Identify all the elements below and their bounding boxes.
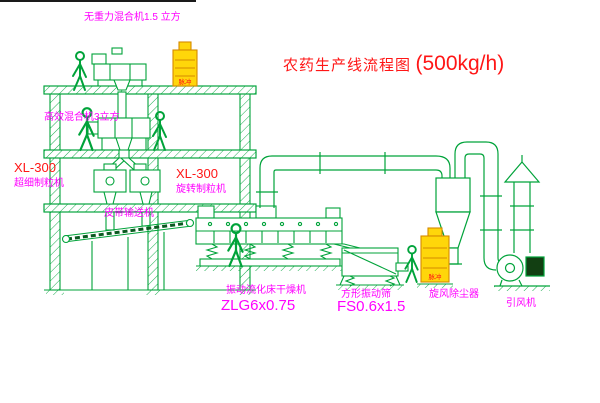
pulse-filter-label: 脉冲: [179, 77, 193, 86]
dryer-base: [199, 258, 341, 267]
label-high-mixer: 高效混合机3立方: [44, 110, 120, 123]
label-screen-model: FS0.6x1.5: [337, 298, 405, 315]
label-granulator-left-model: XL-300: [14, 160, 56, 175]
high-efficiency-mixer: [87, 117, 151, 171]
dryer-louvers: [213, 231, 327, 243]
diagram-title: 农药生产线流程图 (500kg/h): [283, 52, 504, 75]
label-dryer-name: 振动流化床干燥机: [226, 283, 306, 296]
gravity-free-mixer: [91, 47, 147, 119]
pulse-filter-right: 脉冲: [417, 227, 453, 288]
dryer-rear-port: [325, 207, 341, 219]
mixer-discharge-cone: [113, 79, 131, 91]
mixer-body: [93, 63, 147, 81]
belt-roller: [61, 234, 71, 244]
fluid-bed-dryer: [195, 205, 369, 271]
mixer-floor-chute: [118, 149, 130, 159]
building-roof-beam: [43, 85, 257, 95]
screen-deck: [343, 249, 397, 275]
title-text: 农药生产线流程图: [283, 57, 411, 74]
exhaust-duct-work: [256, 141, 502, 271]
label-fan: 引风机: [506, 296, 536, 309]
label-granulator-left-name: 超细制粒机: [14, 176, 64, 189]
label-gravity-mixer: 无重力混合机1.5 立方: [84, 10, 181, 23]
exhaust-stack: [503, 155, 541, 253]
dryer-springs: [205, 243, 333, 260]
mixer-motor: [91, 53, 107, 65]
label-belt-conveyor: 皮带输送机: [104, 206, 154, 219]
label-screen-name: 方形振动筛: [341, 287, 391, 300]
granulator-left: [93, 163, 127, 231]
mixer-inlet: [111, 47, 123, 55]
cyclone-barrel: [435, 177, 471, 213]
pulse-filter-body: [420, 235, 450, 283]
vibrating-screen: [336, 247, 409, 290]
stack-rain-cap: [503, 161, 541, 183]
belt-roller: [185, 218, 195, 228]
belt-conveyor: [61, 218, 195, 290]
label-dryer-model: ZLG6x0.75: [221, 297, 295, 314]
mixer-discharge-cone: [115, 137, 133, 151]
fan-motor: [525, 256, 545, 277]
belt-band: [66, 221, 190, 241]
dryer-bolts: [207, 221, 339, 227]
pulse-filter-top: 脉冲: [172, 41, 198, 87]
induced-draft-fan: [494, 254, 550, 291]
pulse-filter-label: 脉冲: [429, 272, 443, 281]
label-granulator-right-name: 旋转制粒机: [176, 182, 226, 195]
worker-figure: [72, 51, 87, 91]
top-border-line: [0, 0, 196, 2]
dryer-exhaust-port: [255, 205, 277, 219]
worker-figure: [404, 244, 419, 283]
screen-outlet: [395, 262, 409, 272]
label-cyclone: 旋风除尘器: [429, 287, 479, 300]
title-capacity: (500kg/h): [415, 52, 504, 75]
label-granulator-right-model: XL-300: [176, 166, 218, 181]
dryer-inlet-port: [197, 205, 215, 219]
building-floor2-beam: [43, 149, 257, 159]
granulator-right: [129, 163, 161, 227]
